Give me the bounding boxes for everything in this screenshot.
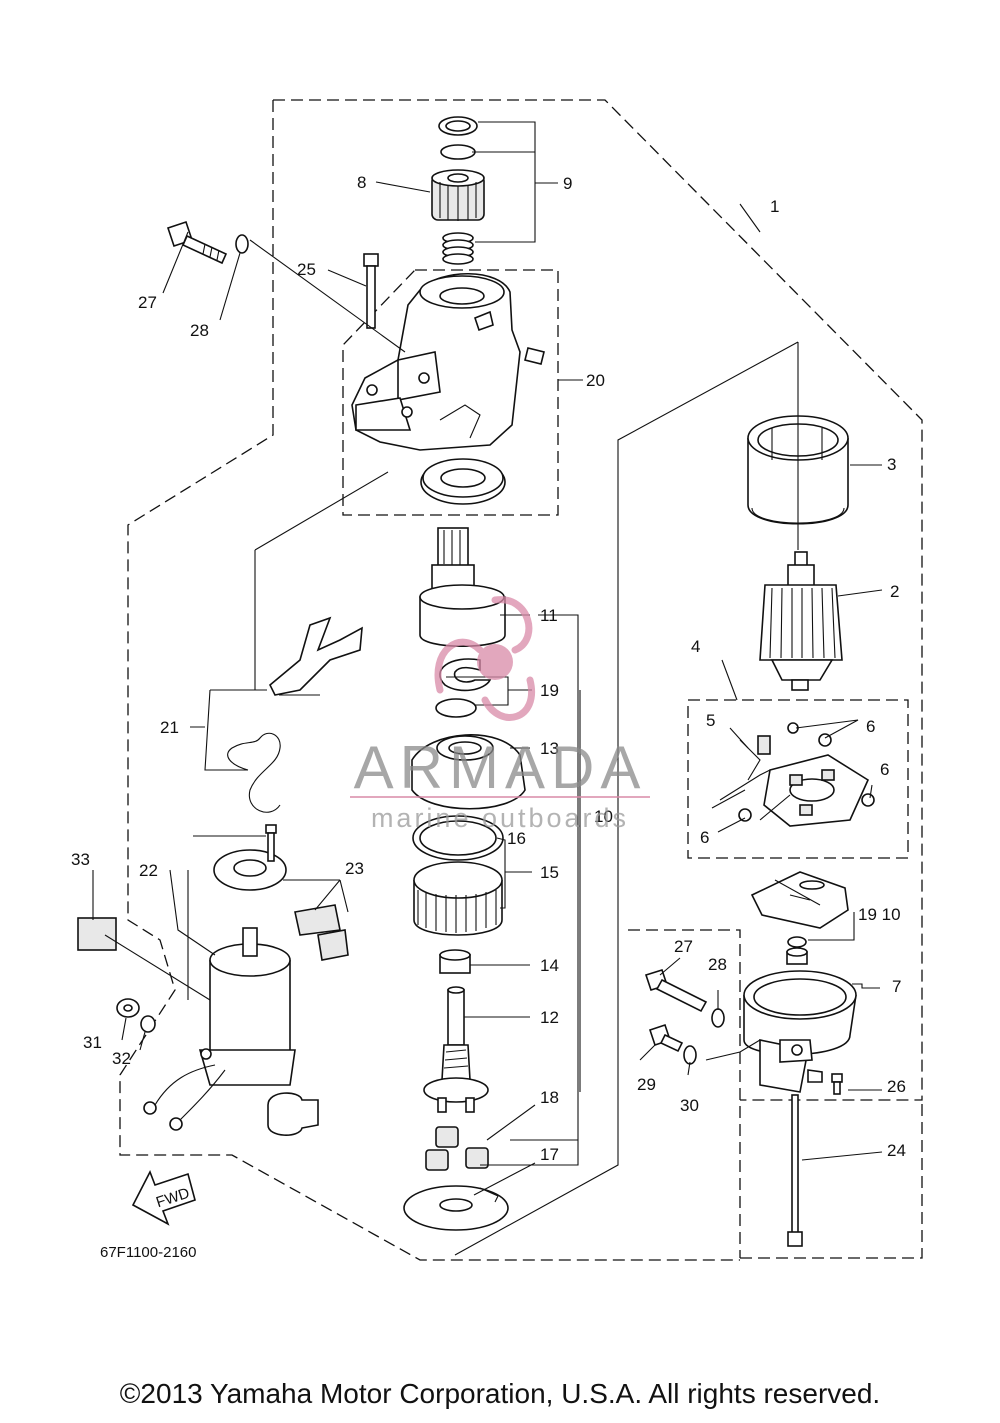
watermark-name: ARMADA <box>354 734 647 801</box>
callout-10: 10 <box>594 807 613 826</box>
label-33 <box>77 917 117 951</box>
stopper-ring-inner <box>445 120 471 132</box>
callout-32: 32 <box>112 1049 131 1068</box>
callout-11: 11 <box>540 606 558 625</box>
armature <box>759 551 843 691</box>
front-cover <box>351 273 521 451</box>
callout-19-10: 19 10 <box>858 905 901 924</box>
callout-22: 22 <box>139 861 158 880</box>
circlip <box>440 144 476 160</box>
washer-32 <box>140 1015 156 1033</box>
callout-21: 21 <box>160 718 179 737</box>
bolt-25 <box>363 253 379 329</box>
washer-19 <box>435 698 477 718</box>
brush-plate <box>750 871 849 929</box>
callout-26: 26 <box>887 1077 906 1096</box>
subassembly-boundary-brush-holder <box>687 699 909 859</box>
callout-16: 16 <box>507 829 526 848</box>
through-bolt-24 <box>787 1094 803 1247</box>
assembly-boundary-main <box>119 99 923 1261</box>
callout-23: 23 <box>345 859 364 878</box>
callout-28-right: 28 <box>708 955 727 974</box>
callout-24: 24 <box>887 1141 906 1160</box>
callout-6a: 6 <box>866 717 875 736</box>
leader-lines <box>92 121 883 1256</box>
callout-4: 4 <box>691 637 700 656</box>
screw-26 <box>831 1073 843 1095</box>
callout-6b: 6 <box>880 760 889 779</box>
callout-5: 5 <box>706 711 715 730</box>
switch-plate-22 <box>213 824 287 891</box>
callout-27-right: 27 <box>674 937 693 956</box>
callout-17: 17 <box>540 1145 559 1164</box>
watermark-underline <box>350 796 650 798</box>
callout-8: 8 <box>357 173 366 192</box>
gasket-16 <box>412 815 504 861</box>
callout-29: 29 <box>637 1075 656 1094</box>
internal-gear-cover-13 <box>411 734 526 810</box>
internal-gear-15 <box>413 861 503 936</box>
bolt-27-right <box>644 969 708 1013</box>
plate-17 <box>403 1185 509 1231</box>
callout-27-top: 27 <box>138 293 157 312</box>
callout-25: 25 <box>297 260 316 279</box>
armada-logo-icon <box>434 596 536 721</box>
callout-7: 7 <box>892 977 901 996</box>
callout-33: 33 <box>71 850 90 869</box>
pinion-shaft-11 <box>419 527 506 647</box>
bushing-14 <box>439 949 471 974</box>
washer-28-top <box>235 234 249 254</box>
brush-holder <box>711 735 870 827</box>
callout-13: 13 <box>540 739 559 758</box>
rear-end-cover <box>743 970 857 1093</box>
front-bearing <box>420 458 506 505</box>
callout-14: 14 <box>540 956 559 975</box>
boot <box>267 1092 319 1136</box>
callout-30: 30 <box>680 1096 699 1115</box>
end-cover-washer <box>787 936 807 948</box>
dowel-pin <box>524 347 545 365</box>
assembly-boundary-end-cover <box>628 929 923 1259</box>
washer-28-right <box>711 1008 725 1028</box>
callout-31: 31 <box>83 1033 102 1052</box>
callout-6c: 6 <box>700 828 709 847</box>
callout-3: 3 <box>887 455 896 474</box>
callout-2: 2 <box>890 582 899 601</box>
callout-15: 15 <box>540 863 559 882</box>
subassembly-boundary-front-cover <box>342 269 559 516</box>
pinion-spring <box>442 232 474 265</box>
callout-19: 19 <box>540 681 559 700</box>
callout-20: 20 <box>586 371 605 390</box>
magnetic-switch-22 <box>143 927 296 1131</box>
callout-1: 1 <box>770 197 779 216</box>
callout-9: 9 <box>563 174 572 193</box>
watermark-tagline: marine outboards <box>371 803 629 833</box>
planet-gears-18 <box>425 1126 489 1171</box>
copyright-notice: ©2013 Yamaha Motor Corporation, U.S.A. A… <box>119 1378 881 1409</box>
callout-18: 18 <box>540 1088 559 1107</box>
nut-31 <box>116 998 140 1018</box>
callout-28-top: 28 <box>190 321 209 340</box>
pinion-shaft-12 <box>423 986 489 1113</box>
bolt-29 <box>648 1023 684 1053</box>
fwd-arrow: FWD <box>131 1170 196 1226</box>
grommets-23 <box>294 904 349 961</box>
bolt-27-top <box>166 220 228 265</box>
lever-spring-21 <box>227 732 281 813</box>
end-cover-bushing <box>786 947 808 965</box>
washer-30 <box>683 1045 697 1065</box>
drawing-code: 67F1100-2160 <box>100 1244 196 1261</box>
brush-springs <box>738 722 875 822</box>
shift-lever-21 <box>269 616 363 696</box>
callout-12: 12 <box>540 1008 559 1027</box>
armada-watermark: ARMADA marine outboards <box>350 596 650 833</box>
pinion-gear <box>431 169 485 221</box>
